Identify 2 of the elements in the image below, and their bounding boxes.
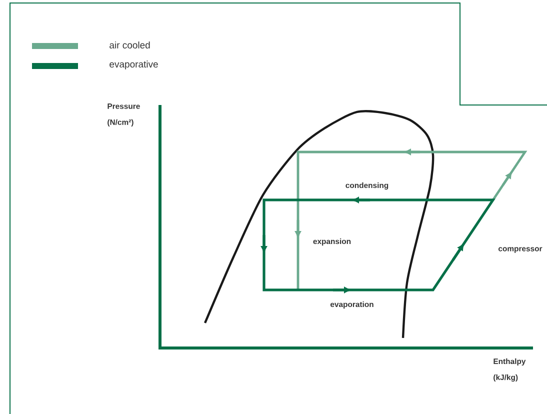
legend-label: evaporative: [110, 60, 158, 70]
legend-label: air cooled: [110, 42, 150, 48]
